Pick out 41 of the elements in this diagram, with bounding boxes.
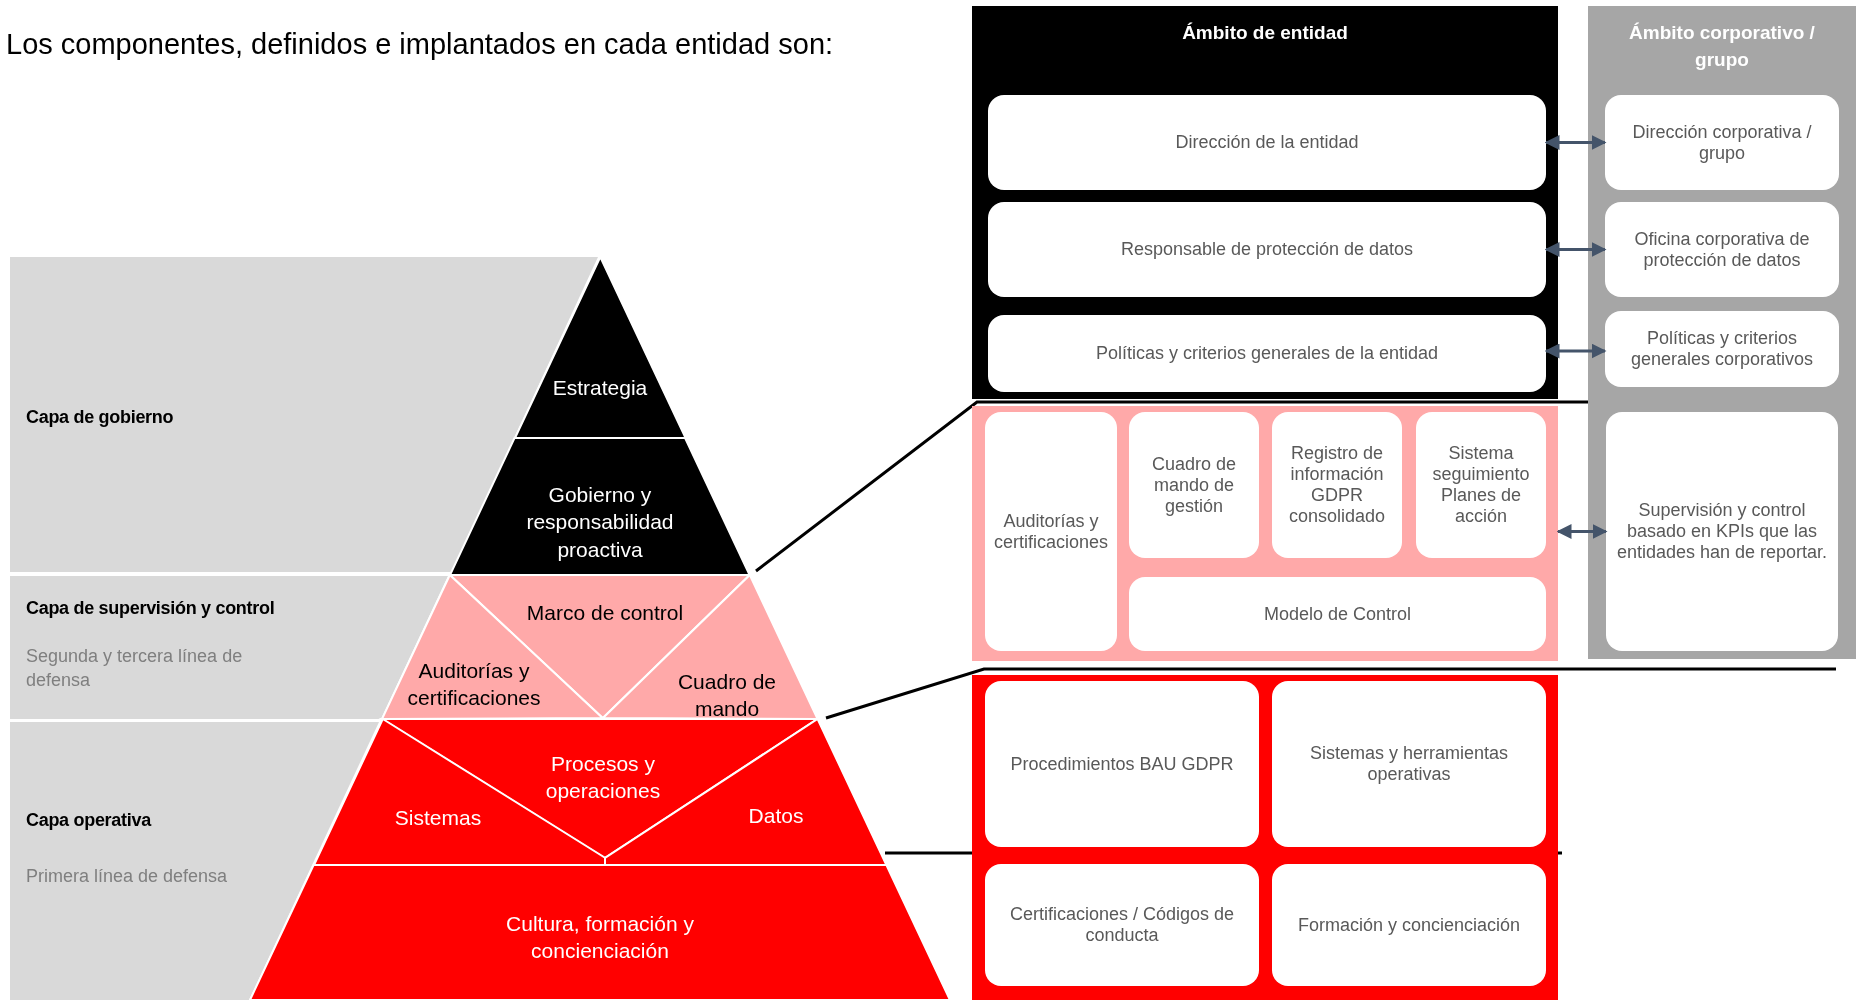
section-panel <box>1588 6 1856 659</box>
layer-heading: Capa de supervisión y control <box>26 598 275 619</box>
layer-heading: Capa de gobierno <box>26 407 174 428</box>
component-box: Dirección de la entidad <box>988 95 1546 190</box>
double-arrow <box>1544 343 1607 359</box>
double-arrow <box>1556 524 1608 539</box>
component-box: Sistemas y herramientas operativas <box>1272 681 1546 847</box>
panel-heading: Ámbito de entidad <box>1181 21 1349 45</box>
layer-description: Primera línea de defensa <box>26 865 229 888</box>
segment-label: Procesos y operaciones <box>544 750 662 804</box>
group-panel <box>972 406 1558 661</box>
segment-label: Cuadro de mando <box>676 668 778 722</box>
component-box: Certificaciones / Códigos de conducta <box>985 864 1259 986</box>
segment-label: Estrategia <box>551 375 649 402</box>
double-arrow <box>1544 242 1607 257</box>
layer-heading: Capa operativa <box>26 810 151 831</box>
component-box: Formación y concienciación <box>1272 864 1546 986</box>
layer-description: Segunda y tercera línea de defensa <box>26 645 244 693</box>
component-box: Sistema seguimiento Planes de acción <box>1416 412 1546 558</box>
component-box: Registro de información GDPR consolidado <box>1272 412 1402 558</box>
segment-label: Sistemas <box>393 805 483 832</box>
segment-label: Gobierno y responsabilidad proactiva <box>525 482 675 563</box>
segment-label: Cultura, formación y concienciación <box>505 910 695 964</box>
segment-label: Datos <box>747 803 805 830</box>
section-panel <box>972 6 1558 399</box>
component-box: Responsable de protección de datos <box>988 202 1546 297</box>
component-box: Políticas y criterios generales de la entidad <box>988 315 1546 392</box>
group-panel <box>972 675 1558 1000</box>
segment-label: Marco de control <box>525 600 685 627</box>
double-arrow <box>1544 135 1607 150</box>
segment-label: Auditorías y certificaciones <box>406 657 542 711</box>
component-box: Supervisión y control basado en KPIs que las entidades han de reportar. <box>1606 412 1838 651</box>
component-box: Dirección corporativa / grupo <box>1605 95 1839 190</box>
panel-heading: Ámbito corporativo / grupo <box>1628 21 1816 72</box>
component-box: Auditorías y certificaciones <box>985 412 1117 651</box>
component-box: Cuadro de mando de gestión <box>1129 412 1259 558</box>
component-box: Procedimientos BAU GDPR <box>985 681 1259 847</box>
component-box: Políticas y criterios generales corporativos <box>1605 311 1839 387</box>
page-title: Los componentes, definidos e implantados en cada entidad son: <box>6 28 834 61</box>
component-box: Oficina corporativa de protección de datos <box>1605 202 1839 297</box>
component-box: Modelo de Control <box>1129 577 1546 651</box>
